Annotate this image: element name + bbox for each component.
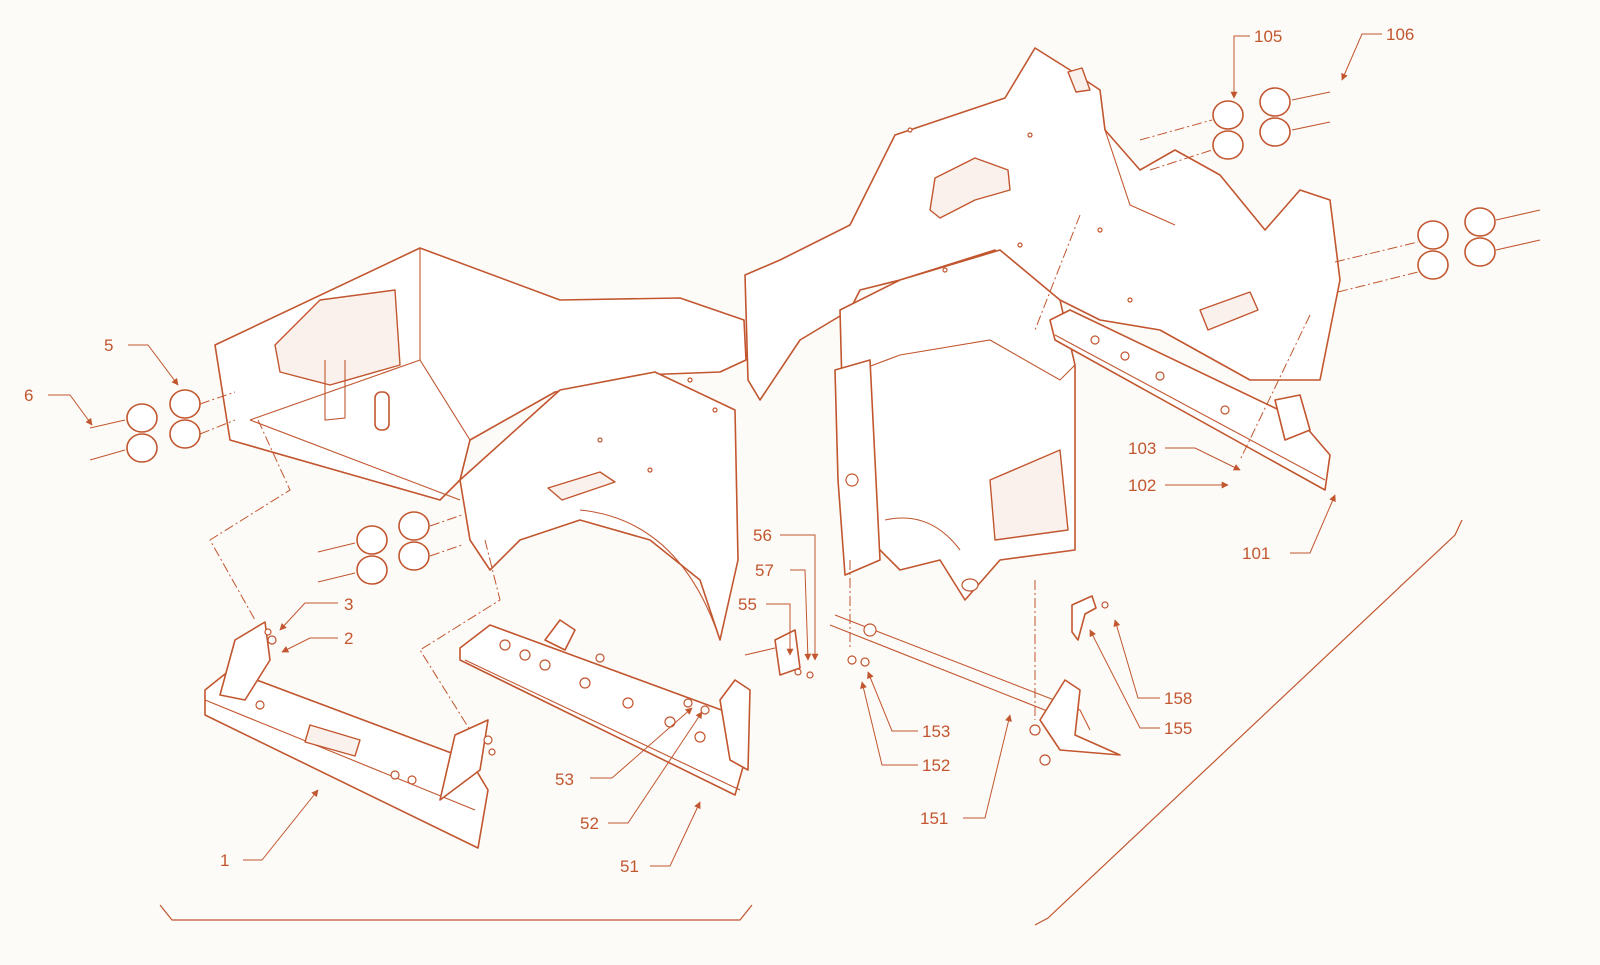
callout-151: 151	[920, 809, 948, 828]
callout-106: 106	[1386, 25, 1414, 44]
callout-155: 155	[1164, 719, 1192, 738]
right-housing	[744, 47, 1341, 601]
callout-103: 103	[1128, 439, 1156, 458]
rail-part-1	[204, 621, 496, 849]
callout-101: 101	[1242, 544, 1270, 563]
rail-part-151	[829, 560, 1121, 766]
callout-53: 53	[555, 770, 574, 789]
rail-part-101	[1034, 214, 1331, 491]
callout-51: 51	[620, 857, 639, 876]
callout-153: 153	[922, 722, 950, 741]
callout-1: 1	[220, 851, 229, 870]
callout-5: 5	[104, 336, 113, 355]
left-rubber-mounts	[89, 389, 236, 463]
callout-55: 55	[738, 595, 757, 614]
callout-3: 3	[344, 595, 353, 614]
bracket-part-155	[1071, 595, 1109, 641]
callout-158: 158	[1164, 689, 1192, 708]
center-rubber-mounts	[317, 511, 463, 585]
callout-56: 56	[753, 526, 772, 545]
callout-102: 102	[1128, 476, 1156, 495]
top-rubber-mounts	[1139, 87, 1331, 171]
assembly-line-left	[209, 419, 291, 621]
bracket-right-bottom	[1034, 519, 1463, 926]
right-rubber-mounts	[1334, 207, 1541, 293]
callout-152: 152	[922, 756, 950, 775]
bracket-left-bottom	[159, 904, 753, 921]
callout-labels: 5 6 3 2 1 53 52 51 55 56 57 153 152 151 …	[24, 25, 1414, 876]
callout-52: 52	[580, 814, 599, 833]
small-bracket-parts	[744, 629, 814, 679]
rail-part-51	[459, 619, 751, 796]
assembly-line-left-2	[419, 539, 501, 731]
callout-2: 2	[344, 629, 353, 648]
left-housing	[214, 247, 747, 641]
callout-105: 105	[1254, 27, 1282, 46]
leader-lines	[48, 33, 1382, 867]
callout-6: 6	[24, 386, 33, 405]
callout-57: 57	[755, 561, 774, 580]
